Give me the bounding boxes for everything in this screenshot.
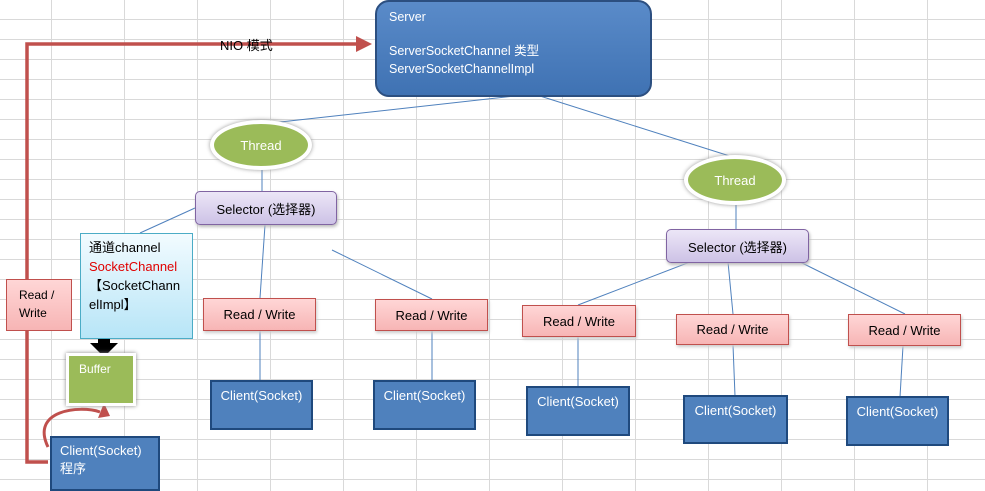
read-write-node-1: Read / Write (203, 298, 316, 331)
connector-selector2-rw4 (727, 261, 734, 315)
client-program-node: Client(Socket) 程序 (50, 436, 160, 491)
connector-selector2-rw5 (799, 261, 906, 315)
read-write-node-4: Read / Write (676, 314, 789, 345)
client-socket-4: Client(Socket) (683, 395, 788, 444)
read-write-node-3: Read / Write (522, 305, 636, 337)
channel-label: 通道channel (89, 240, 161, 255)
buffer-node: Buffer (66, 353, 136, 406)
selector-node-left: Selector (选择器) (195, 191, 337, 225)
red-arrowhead-buffer (98, 403, 110, 418)
channel-impl-line2: elImpl】 (89, 297, 137, 312)
thread-node-right: Thread (684, 155, 786, 205)
red-arrowhead-server (356, 36, 372, 52)
read-write-node-5: Read / Write (848, 314, 961, 346)
nio-mode-label: NIO 模式 (220, 38, 273, 53)
connector-selector-rw2 (331, 249, 433, 300)
read-write-left-line2: Write (19, 306, 47, 320)
connector-server-thread-right (539, 95, 737, 159)
client-socket-5: Client(Socket) (846, 396, 949, 446)
selector-node-right: Selector (选择器) (666, 229, 809, 263)
client-program-line2: 程序 (60, 461, 87, 476)
channel-node: 通道channel SocketChannel 【SocketChann elI… (80, 233, 193, 339)
channel-impl-line1: 【SocketChann (89, 278, 181, 293)
connector-selector2-rw3 (577, 261, 691, 306)
client-program-line1: Client(Socket) (60, 443, 142, 458)
server-title: Server (389, 10, 426, 24)
read-write-node-left: Read / Write (6, 279, 72, 331)
read-write-left-line1: Read / (19, 288, 55, 302)
client-socket-3: Client(Socket) (526, 386, 630, 436)
connector-rw5-client5 (899, 345, 904, 398)
connector-selector-rw1 (259, 224, 266, 299)
red-arrow-to-buffer (42, 407, 101, 448)
read-write-node-2: Read / Write (375, 299, 488, 331)
server-node: Server ServerSocketChannel 类型 ServerSock… (375, 0, 652, 97)
connector-selector-channel (139, 207, 196, 234)
server-channel-impl: ServerSocketChannelImpl (389, 62, 535, 76)
client-socket-1: Client(Socket) (210, 380, 313, 430)
socketchannel-label: SocketChannel (89, 259, 178, 274)
connector-server-thread-left (261, 95, 516, 125)
connector-rw4-client4 (732, 344, 736, 397)
server-channel-type: ServerSocketChannel 类型 (389, 44, 540, 58)
thread-node-left: Thread (210, 120, 312, 170)
client-socket-2: Client(Socket) (373, 380, 476, 430)
red-arrow-to-server (25, 42, 358, 464)
